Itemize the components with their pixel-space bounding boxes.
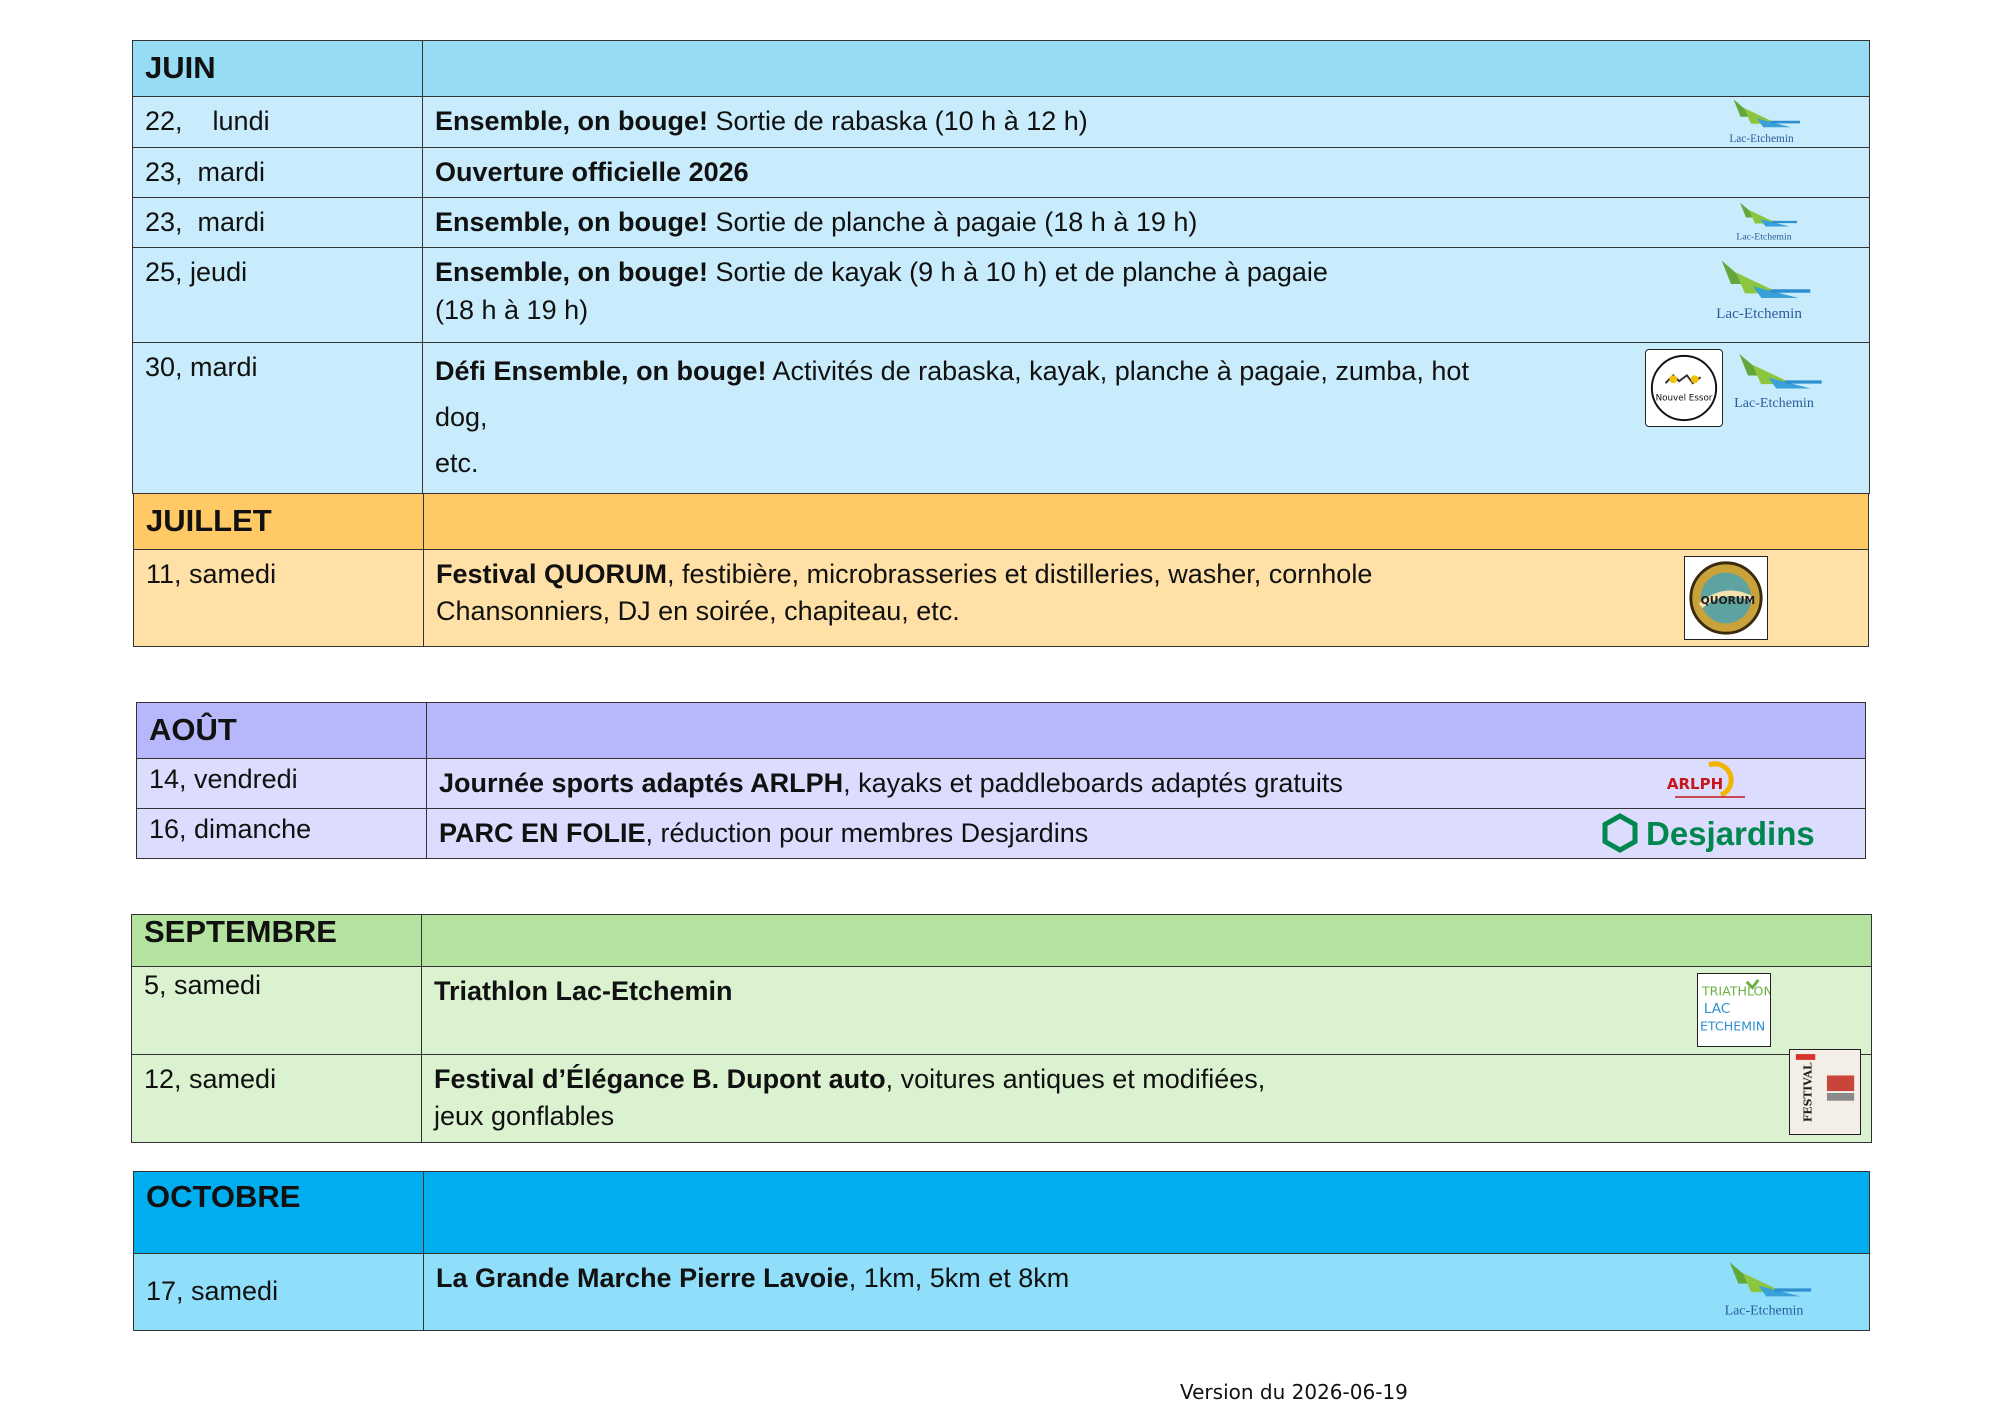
event-date: 16, dimanche [136,808,427,860]
event-title: La Grande Marche Pierre Lavoie [436,1263,849,1293]
event-details: , festibière, microbrasseries et distill… [667,558,1373,589]
event-row: 16, dimanche PARC EN FOLIE, réduction po… [136,808,1866,860]
event-title: Festival d’Élégance B. Dupont auto [434,1064,886,1094]
event-title: Ouverture officielle 2026 [435,156,749,187]
event-title: Ensemble, on bouge! [435,207,709,238]
event-date: 11, samedi [133,548,424,647]
lac-etchemin-logo: Lac-Etchemin [1699,1260,1829,1320]
svg-text:QUORUM: QUORUM [1701,594,1756,607]
svg-text:ARLPH: ARLPH [1667,775,1723,793]
svg-text:LAC: LAC [1704,1001,1730,1017]
event-title: PARC EN FOLIE [439,818,646,849]
month-header-blank [423,493,1869,550]
event-details: , réduction pour membres Desjardins [645,818,1089,849]
event-title: Ensemble, on bouge! [435,257,709,288]
month-table-juillet: JUILLET 11, samedi Festival QUORUM, fest… [133,493,1869,647]
version-footer: Version du 2026-06-19 [1180,1380,1408,1404]
event-title: Ensemble, on bouge! [435,105,709,136]
event-details: , voitures antiques et modifiées, [885,1064,1266,1094]
event-description: Festival QUORUM, festibière, microbrasse… [423,548,1869,647]
month-name: AOÛT [136,702,427,759]
event-details: Sortie de kayak (9 h à 10 h) et de planc… [708,257,1328,288]
svg-text:Lac-Etchemin: Lac-Etchemin [1734,395,1814,411]
event-date: 25, jeudi [132,247,423,344]
event-description: La Grande Marche Pierre Lavoie, 1km, 5km… [423,1253,1870,1331]
event-description: Journée sports adaptés ARLPH, kayaks et … [426,757,1866,810]
event-details: , kayaks et paddleboards adaptés gratuit… [843,767,1343,798]
month-name: SEPTEMBRE [131,914,422,967]
event-date: 23, mardi [132,146,423,199]
desjardins-wordmark: Desjardins [1646,814,1815,852]
svg-text:TRIATHLON: TRIATHLON [1701,983,1770,998]
svg-text:Lac-Etchemin: Lac-Etchemin [1725,1304,1804,1319]
event-title: Triathlon Lac-Etchemin [434,976,733,1006]
event-date: 5, samedi [131,966,422,1055]
event-row: 12, samedi Festival d’Élégance B. Dupont… [131,1049,1872,1143]
festival-elegance-logo: FESTIVAL [1789,1049,1861,1135]
month-header-blank [422,40,1870,97]
event-row: 22, lundi Ensemble, on bouge! Sortie de … [132,95,1870,148]
event-row: 23, mardi Ouverture officielle 2026 [132,146,1870,199]
event-title: Festival QUORUM [436,558,668,589]
event-title: Journée sports adaptés ARLPH [439,767,844,798]
lac-etchemin-logo: Lac-Etchemin [1689,258,1829,324]
event-row: 11, samedi Festival QUORUM, festibière, … [133,548,1869,647]
event-description: Défi Ensemble, on bouge! Activités de ra… [422,342,1870,494]
event-description: Ensemble, on bouge! Sortie de planche à … [422,197,1870,249]
svg-text:FESTIVAL: FESTIVAL [1801,1062,1814,1122]
event-details: Sortie de planche à pagaie (18 h à 19 h) [708,207,1198,238]
event-details-line2: Chansonniers, DJ en soirée, chapiteau, e… [436,596,960,627]
event-details: Sortie de rabaska (10 h à 12 h) [708,105,1088,136]
month-header-blank [421,914,1872,967]
event-row: 5, samedi Triathlon Lac-Etchemin TRIATHL… [131,966,1872,1055]
month-table-septembre: SEPTEMBRE 5, samedi Triathlon Lac-Etchem… [131,914,1872,1143]
quorum-logo: QUORUM [1684,555,1768,640]
event-date: 22, lundi [132,95,423,148]
event-description: Ouverture officielle 2026 [422,146,1870,199]
event-row: 30, mardi Défi Ensemble, on bouge! Activ… [132,342,1870,494]
lac-etchemin-logo: Lac-Etchemin [1709,97,1814,147]
event-description: Ensemble, on bouge! Sortie de kayak (9 h… [422,247,1870,344]
event-date: 23, mardi [132,197,423,249]
month-table-juin: JUIN 22, lundi Ensemble, on bouge! Sorti… [132,40,1870,494]
month-header-blank [423,1171,1870,1254]
event-row: 23, mardi Ensemble, on bouge! Sortie de … [132,197,1870,249]
event-row: 14, vendredi Journée sports adaptés ARLP… [136,757,1866,810]
event-details-line2: (18 h à 19 h) [435,294,589,325]
month-table-aout: AOÛT 14, vendredi Journée sports adaptés… [136,702,1866,860]
month-name: JUILLET [133,493,424,550]
event-details-line2: etc. [435,448,479,479]
event-row: 25, jeudi Ensemble, on bouge! Sortie de … [132,247,1870,344]
event-date: 30, mardi [132,342,423,494]
arlph-logo: ARLPH [1665,759,1755,805]
event-row: 17, samedi La Grande Marche Pierre Lavoi… [133,1253,1870,1331]
month-table-octobre: OCTOBRE 17, samedi La Grande Marche Pier… [133,1171,1870,1331]
event-date: 12, samedi [131,1054,422,1143]
event-details: , 1km, 5km et 8km [848,1263,1070,1293]
svg-text:Lac-Etchemin: Lac-Etchemin [1716,305,1802,322]
desjardins-logo: Desjardins [1600,810,1815,856]
event-date: 17, samedi [133,1253,424,1331]
svg-text:Nouvel Essor: Nouvel Essor [1656,394,1713,404]
event-title: Défi Ensemble, on bouge! [435,356,767,387]
nouvel-essor-logo: Nouvel Essor [1645,349,1723,428]
month-header-blank [426,702,1866,759]
lac-etchemin-logo: Lac-Etchemin [1709,351,1839,413]
svg-text:ETCHEMIN: ETCHEMIN [1700,1018,1765,1033]
svg-text:Lac-Etchemin: Lac-Etchemin [1729,133,1794,145]
event-date: 14, vendredi [136,757,427,810]
event-description: Ensemble, on bouge! Sortie de rabaska (1… [422,95,1870,148]
event-description: PARC EN FOLIE, réduction pour membres De… [426,808,1866,860]
event-details: Activités de rabaska, kayak, planche à p… [435,356,1469,433]
month-name: JUIN [132,40,423,97]
svg-text:Lac-Etchemin: Lac-Etchemin [1736,231,1791,242]
month-name: OCTOBRE [133,1171,424,1254]
event-details-line2: jeux gonflables [434,1101,615,1132]
event-description: Festival d’Élégance B. Dupont auto, voit… [421,1049,1872,1143]
lac-etchemin-logo: Lac-Etchemin [1719,200,1809,244]
